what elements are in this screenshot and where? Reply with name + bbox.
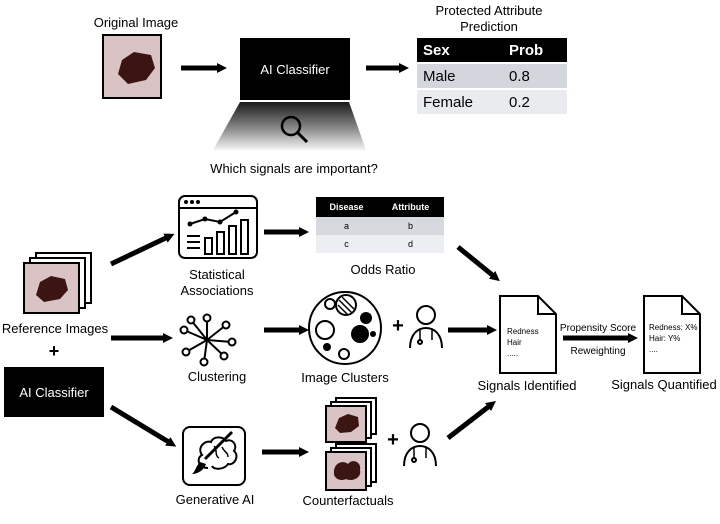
clinician-icon-counterfactuals: [403, 423, 437, 467]
ai-classifier-box-bottom: AI Classifier: [4, 367, 104, 417]
generative-ai-brain-brush-icon: [182, 426, 246, 486]
prediction-cell: 0.8: [502, 62, 567, 89]
reference-images-stack: [23, 252, 92, 314]
signals-identified-document: [499, 295, 557, 374]
magnifier-icon: [280, 115, 309, 144]
prediction-cell: 0.2: [502, 88, 567, 114]
signal-line: Hair: [507, 338, 522, 347]
reweighting-label: Reweighting: [570, 346, 626, 357]
ai-classifier-label-top: AI Classifier: [260, 61, 330, 77]
statistical-dashboard-icon: [178, 195, 258, 259]
plus-sign-clusters: +: [392, 315, 404, 337]
image-clusters-label: Image Clusters: [301, 370, 389, 385]
counterfactual-images-top: [325, 397, 377, 443]
clustering-network-icon: [179, 313, 237, 367]
plus-sign-counterfactuals: +: [387, 429, 399, 451]
odds-row: c d: [316, 235, 444, 253]
prediction-row: Female 0.2: [417, 88, 567, 114]
prediction-header-sex: Sex: [417, 38, 503, 63]
signals-identified-doc-text: Redness Hair .....: [507, 326, 539, 359]
signal-line: ....: [649, 345, 658, 354]
image-clusters-icon: [308, 291, 382, 365]
signal-line: Redness: [507, 327, 539, 336]
signals-quantified-label: Signals Quantified: [611, 377, 717, 392]
original-image-thumbnail: [102, 34, 162, 99]
prediction-row: Male 0.8: [417, 62, 567, 89]
reference-images-label: Reference Images: [1, 321, 109, 336]
ai-classifier-box-top: AI Classifier: [240, 38, 350, 100]
signals-identified-label: Signals Identified: [477, 378, 577, 393]
statistical-associations-label: Statistical Associations: [180, 267, 254, 298]
signals-quantified-doc-text: Redness: X% Hair: Y% ....: [649, 322, 697, 355]
question-label: Which signals are important?: [210, 161, 378, 176]
odds-row: a b: [316, 217, 444, 235]
prediction-cell: Male: [417, 62, 503, 89]
original-image-label: Original Image: [93, 15, 179, 30]
prediction-header-prob: Prob: [502, 38, 567, 63]
prediction-table-header: Sex Prob: [417, 38, 567, 63]
prediction-title: Protected Attribute Prediction: [435, 3, 543, 34]
clinician-icon-clusters: [409, 305, 443, 349]
odds-cell: b: [377, 217, 444, 235]
odds-header-attribute: Attribute: [377, 197, 444, 217]
counterfactuals-label: Counterfactuals: [302, 493, 394, 508]
plus-sign: +: [48, 341, 60, 361]
signal-line: Hair: Y%: [649, 334, 681, 343]
signal-line: Redness: X%: [649, 323, 698, 332]
ai-classifier-label-bottom: AI Classifier: [19, 384, 89, 400]
odds-cell: a: [316, 217, 378, 235]
prediction-table: Sex Prob Male 0.8 Female 0.2: [417, 38, 567, 114]
clustering-label: Clustering: [187, 369, 247, 384]
odds-cell: c: [316, 235, 378, 253]
odds-header-disease: Disease: [316, 197, 378, 217]
signal-line: .....: [507, 349, 519, 358]
prediction-cell: Female: [417, 88, 503, 114]
odds-ratio-table: Disease Attribute a b c d: [316, 197, 444, 253]
fanout-arrows: [109, 233, 177, 447]
generative-ai-label: Generative AI: [175, 492, 255, 507]
signals-quantified-document: [643, 295, 701, 374]
inspection-beam: [213, 102, 366, 150]
odds-table-header: Disease Attribute: [316, 197, 444, 217]
odds-ratio-label: Odds Ratio: [350, 262, 416, 277]
counterfactual-images-bottom: [325, 443, 377, 491]
propensity-score-label: Propensity Score: [559, 323, 637, 334]
odds-cell: d: [377, 235, 444, 253]
